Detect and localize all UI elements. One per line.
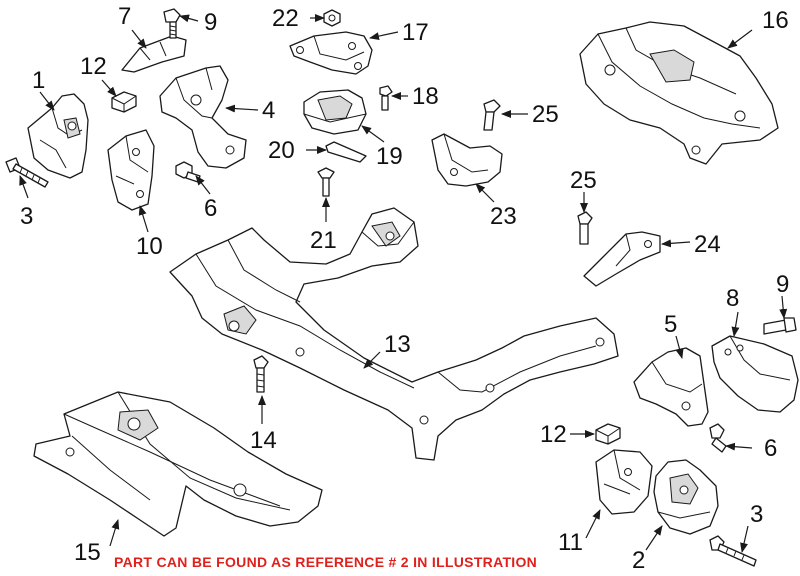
bolt-top xyxy=(163,8,181,39)
callout-numbers: 1 3 7 9 12 4 10 6 22 17 18 20 19 21 25 2… xyxy=(20,3,789,574)
callout-1: 1 xyxy=(32,67,45,94)
callout-12-top: 12 xyxy=(80,53,107,80)
leader-lines xyxy=(19,14,788,553)
callout-17: 17 xyxy=(402,19,429,46)
mount-cushion xyxy=(303,89,367,135)
bolt-6-right xyxy=(709,423,727,453)
callout-20: 20 xyxy=(268,137,295,164)
callout-16: 16 xyxy=(762,7,789,34)
strap xyxy=(325,141,367,163)
callout-10: 10 xyxy=(136,233,163,260)
callout-18: 18 xyxy=(412,83,439,110)
callout-8: 8 xyxy=(726,285,739,312)
clip-top xyxy=(111,91,137,113)
bolt-3-right xyxy=(709,535,757,567)
bolt-left-mid xyxy=(175,161,201,183)
engine-mount-right xyxy=(653,459,719,535)
reference-note: PART CAN BE FOUND AS REFERENCE # 2 IN IL… xyxy=(114,554,537,570)
bracket-11 xyxy=(595,449,653,515)
rear-subframe xyxy=(579,21,779,165)
callout-13: 13 xyxy=(384,331,411,358)
callout-25-top: 25 xyxy=(532,101,559,128)
callout-6-right: 6 xyxy=(764,435,777,462)
heat-shield-small xyxy=(121,35,187,73)
callout-25-mid: 25 xyxy=(570,167,597,194)
bracket-24 xyxy=(583,231,661,287)
callout-3-left: 3 xyxy=(20,203,33,230)
bolt-25-top xyxy=(483,99,501,131)
callout-15: 15 xyxy=(74,539,101,566)
callout-2: 2 xyxy=(632,547,645,574)
callout-11: 11 xyxy=(558,529,583,556)
clip-right xyxy=(595,423,621,445)
callout-7: 7 xyxy=(118,3,131,30)
bolt-25-mid xyxy=(577,211,593,245)
callout-6-left: 6 xyxy=(204,195,217,222)
callout-3-right: 3 xyxy=(750,501,763,528)
callout-9-right: 9 xyxy=(776,271,789,298)
bracket-23 xyxy=(431,133,503,187)
callout-12-right: 12 xyxy=(540,421,567,448)
callout-21: 21 xyxy=(310,227,337,254)
callout-23: 23 xyxy=(490,203,517,230)
bolt-14 xyxy=(253,355,269,393)
bracket-plate xyxy=(289,31,373,75)
engine-mount-left xyxy=(27,93,89,179)
callout-5: 5 xyxy=(664,311,677,338)
heat-shield-right xyxy=(711,335,799,413)
callout-24: 24 xyxy=(694,231,721,258)
lower-brace xyxy=(33,391,323,537)
side-bracket xyxy=(107,129,155,211)
bolt-right xyxy=(763,317,797,335)
callout-9-top: 9 xyxy=(204,9,217,36)
bolt-left xyxy=(5,157,49,188)
callout-22: 22 xyxy=(272,5,299,32)
nut xyxy=(323,9,341,27)
bolt-21 xyxy=(317,167,335,197)
bolt-18 xyxy=(379,85,393,111)
callout-19: 19 xyxy=(376,143,403,170)
bracket-right xyxy=(633,347,709,427)
mount-bracket xyxy=(159,65,247,169)
front-crossmember xyxy=(169,207,619,461)
callout-4: 4 xyxy=(262,97,275,124)
callout-14: 14 xyxy=(250,427,277,454)
